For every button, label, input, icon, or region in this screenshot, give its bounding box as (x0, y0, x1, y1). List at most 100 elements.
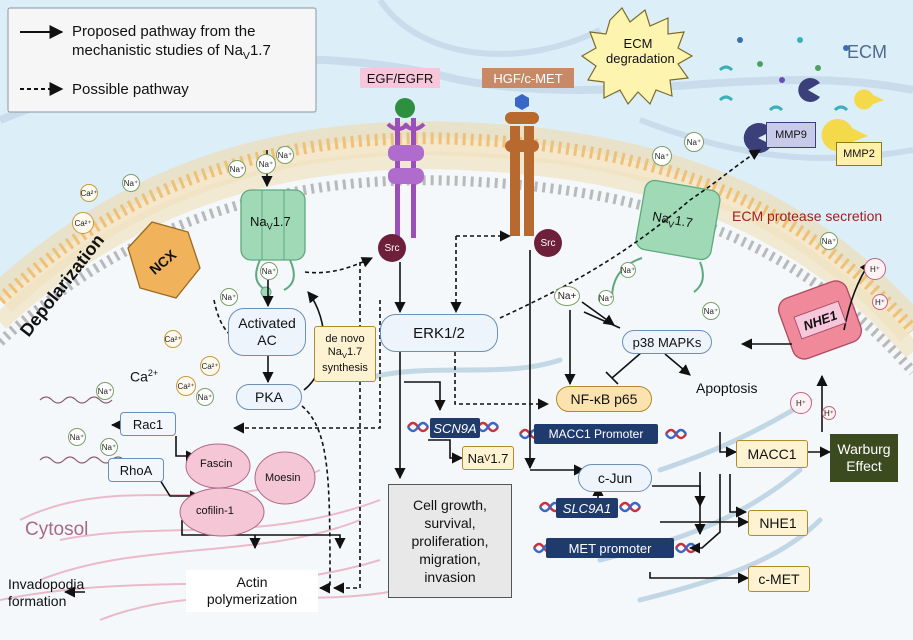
ion-na: Na⁺ (260, 262, 278, 280)
denovo-line3: synthesis (322, 362, 368, 375)
denovo-line2-suffix: 1.7 (346, 345, 363, 358)
nav17-protein-prefix: Na (467, 450, 485, 466)
cmet-receptor (505, 94, 539, 236)
ion-na: Na⁺ (196, 388, 214, 406)
ion-h: H⁺ (790, 392, 812, 414)
ecm-degradation-burst (580, 7, 694, 106)
nav17-left-channel (240, 189, 306, 298)
cell-growth-line4: migration, (419, 551, 481, 567)
nav17-protein-sub: V (484, 453, 491, 463)
hgf-cmet-label: HGF/c-MET (482, 68, 574, 88)
ecm-protease-secretion-label: ECM protease secretion (732, 208, 883, 224)
invadopodia-line2: formation (8, 593, 67, 609)
warburg-line2: Effect (846, 458, 882, 474)
denovo-line2-prefix: Na (327, 345, 342, 358)
ion-ca: Ca²⁺ (164, 330, 182, 348)
actin-line1: Actin (236, 574, 268, 590)
met-promoter: MET promoter (546, 538, 674, 558)
mmp-yellow-pacman (854, 89, 884, 110)
activated-ac-line1: Activated (238, 315, 296, 331)
src-label-left: Src (384, 242, 400, 254)
legend-solid-line2-prefix: mechanistic studies of Na (72, 42, 243, 59)
ion-na: Na⁺ (228, 160, 246, 178)
moesin-label: Moesin (265, 472, 301, 484)
ion-ca-big: Ca2+ (130, 368, 158, 385)
ion-na: Na⁺ (122, 174, 140, 192)
mmp9-pacman (743, 123, 772, 153)
ecm-degradation-label: ECM degradation (606, 36, 675, 66)
ion-na: Na⁺ (68, 428, 86, 446)
rac1-node: Rac1 (120, 412, 176, 436)
macc1-node: MACC1 (736, 440, 808, 468)
ion-na: Na⁺ (820, 232, 838, 250)
apoptosis-label: Apoptosis (696, 380, 758, 396)
ion-h: H⁺ (822, 406, 836, 420)
legend-solid-line2-suffix: 1.7 (249, 42, 271, 59)
scn9a-gene: SCN9A (430, 418, 480, 438)
nav17-left-label: NaV1.7 (250, 214, 291, 232)
ion-na: Na⁺ (684, 132, 704, 152)
egfr-receptor (386, 98, 426, 238)
ion-na: Na⁺ (100, 438, 118, 456)
cofilin-label: cofilin-1 (196, 505, 234, 517)
solid-arrows (63, 150, 871, 598)
ion-ca: Ca²⁺ (72, 212, 94, 234)
nhe1-protein-node: NHE1 (748, 510, 808, 536)
src-label-right: Src (540, 237, 556, 249)
legend-solid-line1: Proposed pathway from the (72, 23, 256, 40)
legend-dashed-text: Possible pathway (72, 81, 189, 98)
legend-box (7, 7, 317, 113)
ion-h: H⁺ (864, 258, 886, 280)
ion-na: Na⁺ (276, 146, 294, 164)
cell-growth-outcomes: Cell growth,survival,proliferation,migra… (388, 484, 512, 598)
denovo-line2: NaV1.7 (328, 346, 363, 362)
nav17-right-suffix: 1.7 (673, 212, 694, 231)
cofilin-shape (179, 487, 265, 537)
ecm-label: ECM (847, 42, 887, 62)
denovo-line2-sub: V (341, 351, 347, 361)
invadopodia-line1: Invadopodia (8, 576, 85, 592)
macc1-promoter: MACC1 Promoter (534, 424, 658, 444)
nav17-right-channel (611, 179, 721, 299)
ion-ca-big-charge: 2+ (147, 368, 159, 378)
ion-na: Na⁺ (220, 288, 238, 306)
mmp2-label: MMP2 (836, 142, 882, 166)
nav17-left-prefix: Na (250, 214, 267, 229)
cell-growth-line2: survival, (424, 515, 476, 531)
pka-node: PKA (236, 384, 302, 410)
ecm-degradation-line1: ECM (623, 36, 653, 51)
warburg-line1: Warburg (837, 441, 891, 457)
ncx-exchanger (127, 221, 201, 299)
erk12-node: ERK1/2 (380, 314, 498, 352)
legend-solid-line2: mechanistic studies of NaV1.7 (72, 41, 271, 66)
cjun-node: c-Jun (578, 464, 652, 492)
denovo-nav-synthesis-node: de novo NaV1.7 synthesis (314, 326, 376, 382)
cell-growth-line3: proliferation, (411, 533, 489, 549)
ion-na: Na⁺ (652, 146, 672, 166)
src-cmet (534, 229, 562, 257)
cmet-protein-node: c-MET (748, 566, 810, 592)
src-egfr (378, 234, 406, 262)
fascin-label: Fascin (200, 458, 233, 470)
ion-ca: Ca²⁺ (200, 356, 220, 376)
mmp2-pacman (821, 119, 868, 151)
mmp-pacman (798, 78, 820, 102)
rhoa-node: RhoA (108, 458, 164, 482)
nav17-left-sub: V (266, 221, 273, 232)
ion-na: Na⁺ (96, 382, 114, 400)
inhibition-arrows (583, 311, 643, 385)
ion-ca-big-text: Ca (130, 368, 148, 385)
activated-ac-line2: AC (257, 332, 277, 348)
ecm-degradation-line2: degradation (606, 51, 675, 66)
mmp9-label: MMP9 (766, 122, 816, 148)
ion-h: H⁺ (872, 294, 888, 310)
nfkb-p65-node: NF-κB p65 (556, 386, 652, 412)
actin-line2: polymerization (206, 591, 298, 607)
slc9a1-gene: SLC9A1 (556, 498, 618, 518)
ion-na: Na+ (554, 286, 580, 306)
